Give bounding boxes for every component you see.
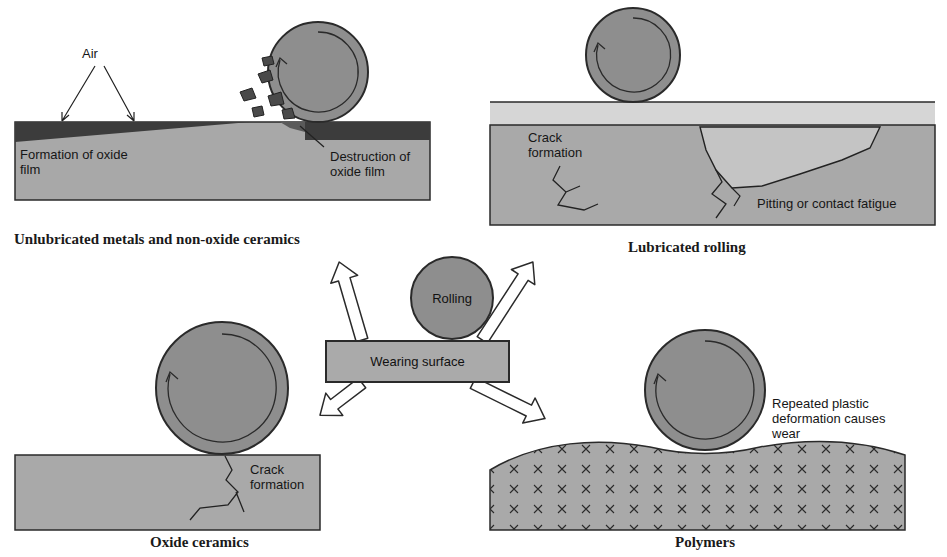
wearing-surface-band: Wearing surface [325, 340, 510, 383]
annotation-label: Crack formation [250, 462, 322, 492]
oxide-ceramics-panel-art [15, 322, 320, 530]
lubricated-panel-art [490, 8, 935, 225]
panel-caption: Lubricated rolling [628, 238, 746, 256]
rolling-label: Rolling [432, 291, 472, 306]
surface-label: Wearing surface [370, 354, 464, 369]
annotation-label: Air [82, 46, 98, 61]
wear-panel: Repeated plastic deformation causes wear… [545, 395, 937, 552]
wear-panel: AirFormation of oxide film Destruction of… [10, 6, 432, 262]
rolling-circle: Rolling [410, 256, 494, 340]
annotation-label: Destruction of oxide film [330, 149, 426, 179]
polymers-panel-art [490, 330, 905, 530]
hollow-arrow [320, 378, 366, 415]
panel-caption: Unlubricated metals and non-oxide cerami… [14, 230, 300, 248]
annotation-label: Formation of oxide film [20, 147, 132, 177]
hollow-arrow [470, 378, 545, 424]
wear-panel: Crack formationPitting or contact fatigu… [488, 6, 937, 262]
panel-caption: Polymers [675, 533, 735, 551]
annotation-label: Pitting or contact fatigue [755, 196, 898, 211]
wear-panel: Crack formationOxide ceramics [10, 400, 320, 552]
hollow-arrow [331, 262, 368, 342]
annotation-label: Crack formation [528, 130, 610, 160]
annotation-label: Repeated plastic deformation causes wear [772, 396, 907, 441]
panel-caption: Oxide ceramics [150, 533, 249, 551]
unlubricated-panel-art [15, 22, 430, 200]
